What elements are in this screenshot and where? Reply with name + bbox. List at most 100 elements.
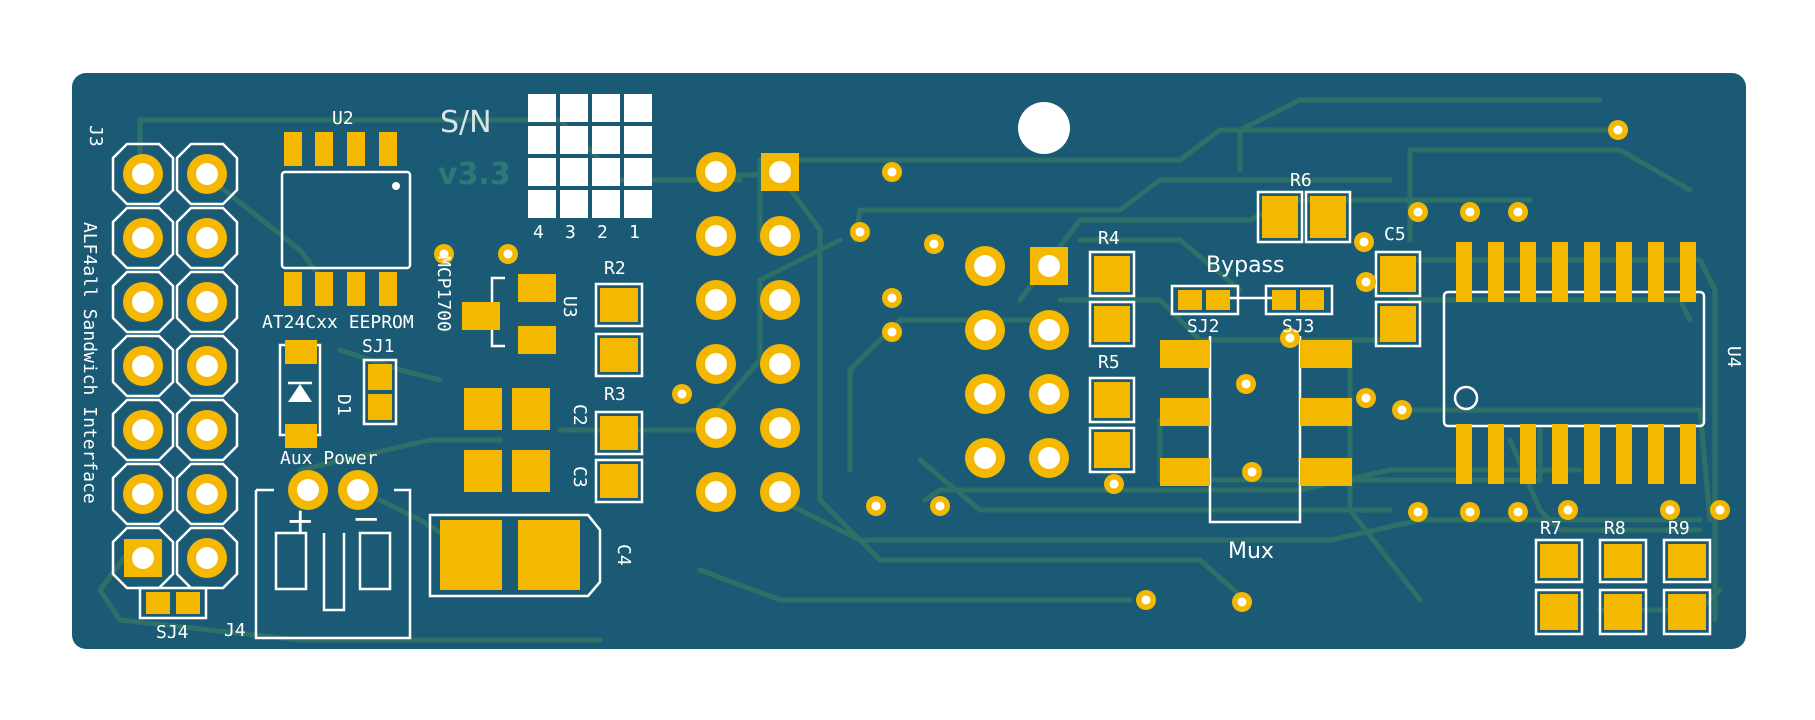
u4-pin bbox=[1616, 424, 1632, 484]
d1-pad bbox=[285, 340, 317, 364]
pad-hole bbox=[132, 227, 154, 249]
u4-pin bbox=[1680, 242, 1696, 302]
pad-hole bbox=[1038, 319, 1060, 341]
pad-outline bbox=[594, 410, 644, 456]
pad-hole bbox=[974, 319, 996, 341]
sj4-pad bbox=[176, 592, 200, 614]
pad-hole bbox=[769, 353, 791, 375]
trace bbox=[697, 237, 843, 433]
trace bbox=[1407, 147, 1693, 243]
u4-pin bbox=[1680, 424, 1696, 484]
r-pad bbox=[1540, 544, 1578, 578]
pad-hole bbox=[974, 383, 996, 405]
c2-pad bbox=[512, 388, 550, 430]
pad-outline bbox=[1088, 426, 1136, 474]
u4-pin bbox=[1648, 242, 1664, 302]
header-outline bbox=[111, 142, 175, 206]
pad-hole bbox=[196, 163, 218, 185]
trace bbox=[1397, 407, 1713, 523]
label-aux-power: Aux Power bbox=[280, 448, 378, 469]
header-outline bbox=[111, 398, 175, 462]
header-outline bbox=[111, 334, 175, 398]
header-outline bbox=[111, 270, 175, 334]
header-outline bbox=[175, 270, 239, 334]
sn-cell bbox=[560, 190, 588, 218]
label-sj2: SJ2 bbox=[1187, 316, 1220, 337]
connector-j3 bbox=[111, 142, 239, 590]
sn-cell bbox=[528, 190, 556, 218]
via-hole bbox=[1563, 505, 1573, 515]
chip-u2 bbox=[280, 170, 412, 270]
pad-hole bbox=[705, 417, 727, 439]
r-pad bbox=[1668, 594, 1706, 630]
sn-cell bbox=[624, 190, 652, 218]
pad-outline bbox=[1598, 538, 1648, 584]
r3-pad bbox=[600, 464, 638, 498]
pad-hole bbox=[974, 255, 996, 277]
pad-outline bbox=[1088, 300, 1136, 348]
pad-outline bbox=[594, 332, 644, 378]
u4-pin bbox=[1456, 424, 1472, 484]
label-sn: S/N bbox=[440, 105, 492, 140]
vias bbox=[434, 120, 1730, 612]
label-r4: R4 bbox=[1098, 228, 1120, 249]
label-r3: R3 bbox=[604, 384, 626, 405]
sn-cell bbox=[592, 190, 620, 218]
pad-hole bbox=[705, 353, 727, 375]
sn-cell bbox=[592, 126, 620, 154]
pad-hole bbox=[705, 225, 727, 247]
via-hole bbox=[503, 249, 513, 259]
header-outline bbox=[175, 206, 239, 270]
sj1-pad bbox=[368, 364, 392, 390]
c2-pad bbox=[464, 388, 502, 430]
c5-pad bbox=[1380, 256, 1416, 292]
via-hole bbox=[1141, 595, 1151, 605]
trace bbox=[337, 347, 443, 383]
sj4-outline bbox=[138, 586, 208, 620]
label-r8: R8 bbox=[1604, 518, 1626, 539]
r-pad bbox=[1604, 544, 1642, 578]
pad-hole bbox=[132, 291, 154, 313]
pad-outline bbox=[1662, 588, 1712, 636]
r-pad bbox=[1668, 544, 1706, 578]
pad-outline bbox=[594, 458, 644, 504]
label-r5: R5 bbox=[1098, 352, 1120, 373]
label-j4: J4 bbox=[224, 620, 246, 641]
sn-cell bbox=[560, 158, 588, 186]
connector-j4 bbox=[254, 488, 412, 640]
header-outline bbox=[175, 526, 239, 590]
u4-pin1-circle bbox=[1453, 385, 1479, 411]
via-hole bbox=[1465, 207, 1475, 217]
pad-outline bbox=[1662, 538, 1712, 584]
serial-number-grid bbox=[528, 94, 652, 218]
sn-cell bbox=[624, 158, 652, 186]
pad-outline bbox=[1374, 250, 1422, 298]
via-hole bbox=[1359, 237, 1369, 247]
via-hole bbox=[677, 389, 687, 399]
pad-outline bbox=[1534, 588, 1584, 636]
pad-hole bbox=[297, 479, 319, 501]
u4-pin bbox=[1520, 424, 1536, 484]
label-c3: C3 bbox=[569, 466, 590, 488]
sn-digit: 4 bbox=[533, 222, 544, 243]
r6-pad bbox=[1310, 196, 1346, 238]
via-hole bbox=[935, 501, 945, 511]
r2-pad bbox=[600, 288, 638, 322]
via-hole bbox=[887, 327, 897, 337]
pad-hole bbox=[974, 447, 996, 469]
u4-pin bbox=[1648, 424, 1664, 484]
mux-pad bbox=[1160, 458, 1210, 486]
sj3-pad bbox=[1272, 290, 1296, 310]
header-outline bbox=[175, 398, 239, 462]
via-hole bbox=[1241, 379, 1251, 389]
label-sj1: SJ1 bbox=[362, 336, 395, 357]
u2-outline bbox=[280, 170, 412, 270]
via-hole bbox=[1109, 479, 1119, 489]
label-j3: J3 bbox=[85, 125, 106, 147]
u4-pin bbox=[1584, 242, 1600, 302]
via-hole bbox=[1513, 207, 1523, 217]
header-outline bbox=[175, 142, 239, 206]
via-hole bbox=[1715, 505, 1725, 515]
label-u2: U2 bbox=[332, 108, 354, 129]
serial-number-digits: 4 3 2 1 bbox=[533, 222, 640, 243]
